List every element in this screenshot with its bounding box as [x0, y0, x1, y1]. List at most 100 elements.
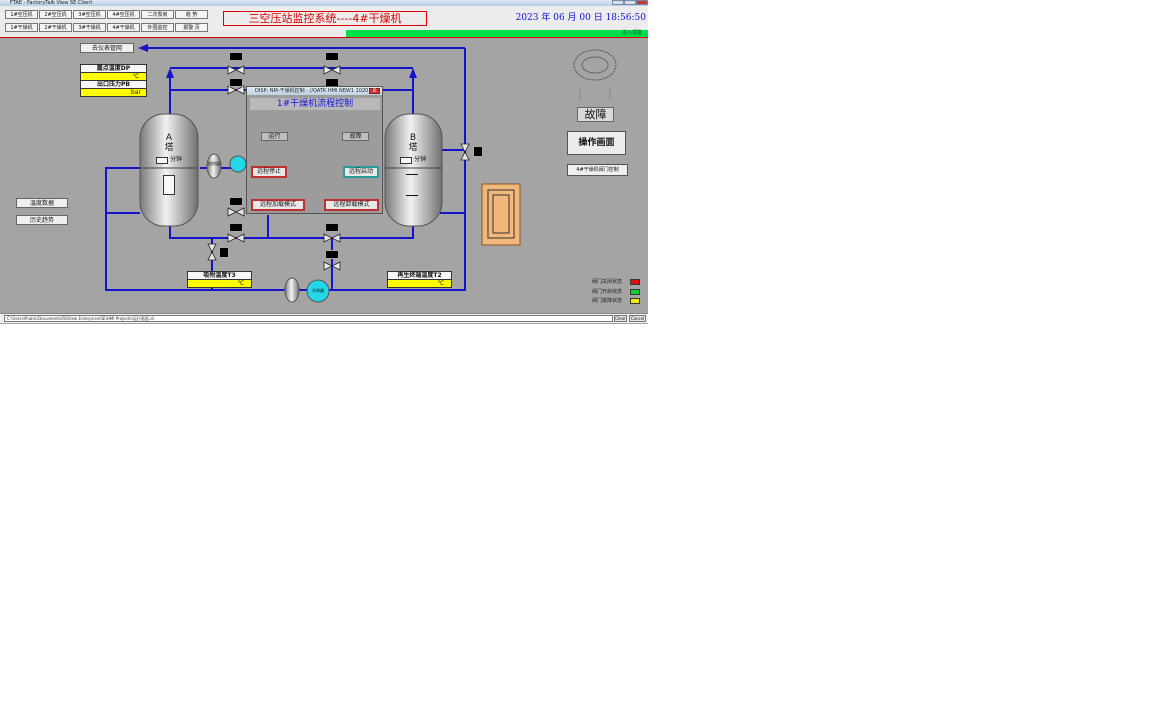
valve-status-1[interactable]	[229, 52, 243, 61]
bottom-header	[169, 225, 414, 239]
legend-swatch-red	[630, 279, 640, 285]
valve-status-9[interactable]	[473, 146, 483, 157]
tower-a-minutes-unit: 分钟	[169, 156, 182, 163]
legend-valve-fault: 阀门故障状态	[592, 297, 646, 306]
valve-6-icon	[227, 233, 237, 243]
nav-dryer-2[interactable]: 2#干燥机	[39, 23, 72, 32]
nav-compressor-4[interactable]: 4#空压机	[107, 10, 140, 19]
tower-b-minutes-value	[400, 157, 412, 164]
valve-9-icon	[460, 143, 470, 153]
tower-a-vessel	[139, 113, 199, 227]
outlet-network-label: 去仪表管网	[80, 43, 134, 53]
outlet-arrow-icon	[138, 44, 148, 52]
cooler-indicator-icon	[306, 279, 330, 303]
valve-status-5[interactable]	[229, 197, 243, 206]
dewpoint-title: 露点温度DP	[96, 65, 131, 72]
up-arrow-b-icon	[409, 68, 417, 78]
pressure-unit: bar	[131, 89, 141, 96]
dryer-logo-icon	[573, 49, 617, 81]
regen-temp-value: ℃	[387, 279, 452, 288]
nav-dryer-3[interactable]: 3#干燥机	[73, 23, 106, 32]
dialog-close-icon[interactable]: X	[369, 88, 380, 94]
heater-indicator-icon	[229, 155, 247, 173]
nav-pump-room[interactable]: 二次泵房	[141, 10, 174, 19]
nav-dryer-4[interactable]: 4#干燥机	[107, 23, 140, 32]
pipe-network	[105, 47, 466, 291]
command-bar: C:\Users\Public\Documents\RSView Enterpr…	[0, 313, 648, 323]
process-diagram	[105, 44, 617, 303]
valve-3-icon	[227, 85, 237, 95]
maximize-icon[interactable]	[624, 0, 636, 5]
valve-status-10[interactable]	[219, 247, 229, 258]
alarm-status-bar[interactable]: 进入报警	[346, 30, 648, 37]
operation-screen-button[interactable]: 操作画面	[567, 131, 626, 155]
heater-label: 加热器	[208, 161, 220, 166]
clear-button[interactable]: Clear	[614, 315, 627, 322]
valve-1-icon	[227, 65, 237, 75]
valve-status-6[interactable]	[229, 223, 243, 232]
tower-a-level	[163, 175, 175, 195]
remote-stop-button[interactable]: 远程停止	[251, 166, 287, 178]
run-status: 运行	[261, 132, 288, 141]
alarm-status-text: 进入报警	[621, 30, 642, 36]
fault-status: 故障	[342, 132, 369, 141]
tower-a-minutes-value	[156, 157, 168, 164]
tower-b-level-mark-1	[406, 174, 418, 175]
close-icon[interactable]	[636, 0, 648, 5]
temperature-data-button[interactable]: 温度数据	[16, 198, 68, 208]
datetime-display: 2023 年 06 月 00 日 18:56:50	[515, 13, 646, 23]
valve-2-icon	[323, 65, 333, 75]
valve-status-8[interactable]	[325, 250, 339, 259]
dialog-title: DISP: NM-干燥机控制 - //QATK HMI NEW1 1020	[247, 87, 382, 95]
tower-b-vessel	[384, 113, 443, 227]
valve-status-3[interactable]	[229, 78, 243, 87]
legend-swatch-green	[630, 289, 640, 295]
dewpoint-unit: ℃	[132, 73, 140, 80]
legend-swatch-yellow	[630, 298, 640, 304]
nav-compressor-1[interactable]: 1#空压机	[5, 10, 38, 19]
window-titlebar: FTAE - FactoryTalk View SE Client	[0, 0, 648, 6]
window-title: FTAE - FactoryTalk View SE Client	[10, 0, 93, 6]
remote-start-button[interactable]: 远程启动	[343, 166, 379, 178]
valve-status-2[interactable]	[325, 52, 339, 61]
regen-temp-title: 再生终端温度T2	[397, 272, 442, 279]
history-trend-button[interactable]: 历史趋势	[16, 215, 68, 225]
nav-peripheral[interactable]: 外围监控	[141, 23, 174, 32]
cooler-label: 冷却器	[312, 288, 324, 293]
dryer-control-dialog: DISP: NM-干燥机控制 - //QATK HMI NEW1 1020 X …	[246, 86, 383, 214]
fault-indicator: 故障	[577, 107, 614, 122]
command-input[interactable]: C:\Users\Public\Documents\RSView Enterpr…	[4, 315, 613, 322]
up-arrow-a-icon	[166, 68, 174, 78]
tower-b-level-mark-2	[406, 195, 418, 196]
remote-load-mode-button[interactable]: 远程加载模式	[251, 199, 305, 211]
scada-window: FTAE - FactoryTalk View SE Client 1#空压机 …	[0, 0, 648, 324]
valve-8-icon	[323, 261, 333, 271]
minimize-icon[interactable]	[612, 0, 624, 5]
valve-10-icon	[207, 243, 217, 253]
pressure-title: 出口压力PB	[97, 81, 130, 88]
valve-5-icon	[227, 207, 237, 217]
loop-pipe	[105, 48, 466, 291]
legend-valve-open: 阀门开启状态	[592, 288, 646, 297]
nav-compressor-3[interactable]: 3#空压机	[73, 10, 106, 19]
header-divider	[0, 37, 648, 38]
regen-temp-unit: ℃	[437, 280, 445, 287]
cancel-button[interactable]: Cancel	[629, 315, 646, 322]
nav-dryer-1[interactable]: 1#干燥机	[5, 23, 38, 32]
remote-unload-mode-button[interactable]: 远程卸载模式	[324, 199, 379, 211]
cooler-vessel	[284, 277, 300, 303]
valve-status-7[interactable]	[325, 223, 339, 232]
nav-compressor-2[interactable]: 2#空压机	[39, 10, 72, 19]
valve-7-icon	[323, 233, 333, 243]
page-title: 三空压站监控系统----4#干燥机	[223, 11, 427, 26]
nav-alarm[interactable]: 报警 页	[175, 23, 208, 32]
adsorption-temp-title: 吸附温度T3	[203, 272, 236, 279]
legend-valve-closed: 阀门关闭状态	[592, 278, 646, 287]
dialog-heading: 1#干燥机流程控制	[250, 98, 380, 110]
valve-control-button[interactable]: 4#干燥机阀门控制	[567, 164, 628, 176]
adsorption-temp-value: ℃	[187, 279, 252, 288]
adsorption-temp-unit: ℃	[237, 280, 245, 287]
nav-trend[interactable]: 趋 势	[175, 10, 208, 19]
